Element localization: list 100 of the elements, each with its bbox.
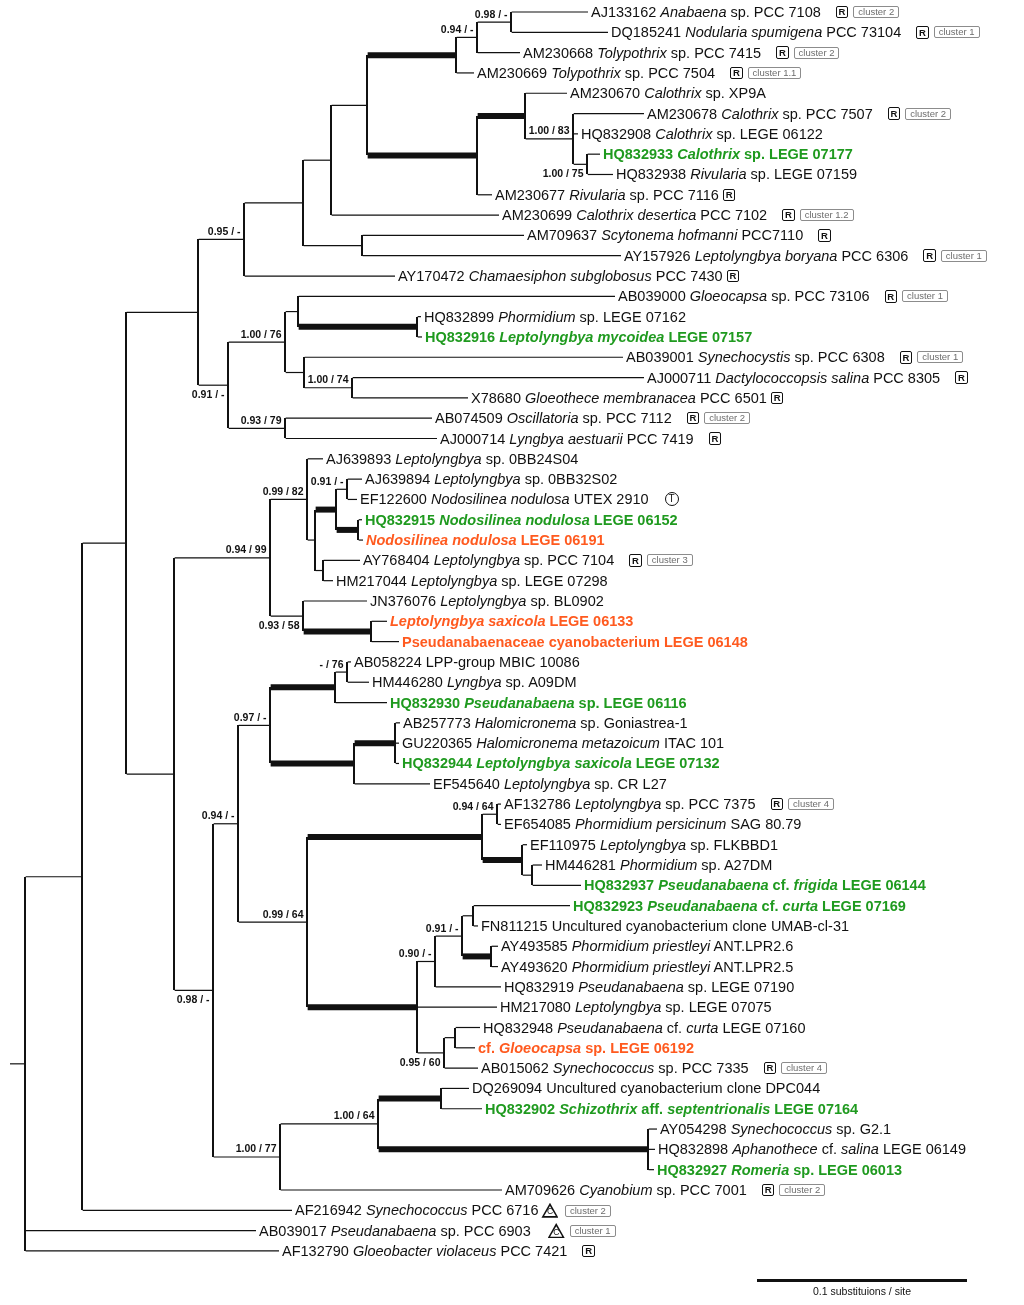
branch-line [367, 152, 477, 159]
branch-line [198, 238, 244, 241]
taxon-label: AJ639894 Leptolyngbya sp. 0BB32S02 [362, 471, 618, 488]
marker-tag: R [818, 229, 831, 242]
branch-line [354, 740, 395, 747]
taxon-label: EF110975 Leptolyngbya sp. FLKBBD1 [527, 836, 778, 853]
branch-line [126, 773, 174, 775]
support-value: 0.98 / - [176, 993, 210, 1006]
branch-line [435, 935, 462, 937]
branch-line [522, 844, 528, 846]
taxon-label: HQ832927 Romeria sp. LEGE 06013 [654, 1161, 903, 1178]
branch-line [244, 202, 303, 204]
marker-tag: R [726, 269, 740, 283]
branch-line [270, 760, 354, 767]
branch-line [126, 311, 198, 313]
branch-line [315, 569, 323, 572]
taxon-label: DQ185241 Nodularia spumigena PCC 73104 [608, 24, 902, 41]
taxon-label: Leptolyngbya saxicola LEGE 06133 [387, 613, 634, 630]
taxon-label: HM217044 Leptolyngbya sp. LEGE 07298 [333, 572, 608, 589]
taxon-label: Pseudanabaenaceae cyanobacterium LEGE 06148 [399, 633, 748, 650]
taxon-label: HQ832944 Leptolyngbya saxicola LEGE 07132 [399, 755, 720, 772]
branch-line [174, 989, 213, 991]
branch-line [367, 52, 456, 59]
branch-line [336, 526, 358, 533]
marker-tag: R [708, 432, 722, 445]
branch-line [198, 384, 228, 386]
branch-line [335, 701, 388, 704]
branch-line [270, 498, 307, 501]
branch-line [270, 684, 335, 691]
support-value: 0.94 / - [201, 809, 235, 822]
taxon-label: HQ832915 Nodosilinea nodulosa LEGE 06152 [362, 511, 678, 528]
taxon-label: AM230677 Rivularia sp. PCC 7116 [492, 186, 719, 203]
taxon-label: AM230670 Calothrix sp. XP9A [567, 85, 766, 102]
branch-line [331, 214, 500, 216]
marker-tag: R [899, 351, 913, 364]
taxon-label: AM230678 Calothrix sp. PCC 7507 [644, 105, 873, 122]
support-value: 0.94 / - [440, 22, 474, 35]
branch-line [323, 559, 361, 561]
marker-tag: R [763, 1061, 777, 1075]
taxon-label: JN376076 Leptolyngbya sp. BL0902 [367, 593, 604, 609]
taxon-label: HQ832916 Leptolyngbya mycoidea LEGE 07157 [422, 328, 753, 345]
branch-line [304, 387, 352, 389]
marker-tag: R [582, 1244, 595, 1258]
support-value: 0.90 / - [398, 947, 432, 959]
cluster-tag: cluster 2 [905, 107, 952, 120]
branch-line [511, 31, 609, 33]
cluster-tag: cluster 1 [569, 1224, 616, 1237]
taxon-label: AM709626 Cyanobium sp. PCC 7001 [502, 1181, 747, 1198]
taxon-label: AB015062 Synechococcus sp. PCC 7335 [478, 1060, 749, 1077]
marker-tag: R [916, 26, 929, 39]
branch-line [352, 376, 645, 379]
branch-line [532, 864, 543, 866]
branch-line [511, 11, 589, 13]
cluster-tag: cluster 1 [902, 290, 948, 303]
taxon-label: AY170472 Chamaesiphon subglobosus PCC 7430 [395, 268, 723, 284]
taxon-label: HQ832919 Pseudanabaena sp. LEGE 07190 [501, 978, 795, 995]
branch-line [174, 557, 270, 559]
branch-line [587, 173, 614, 176]
branch-line [307, 539, 315, 541]
support-value: - / 76 [319, 657, 344, 670]
cluster-tag: cluster 2 [779, 1183, 826, 1196]
taxon-label: HQ832948 Pseudanabaena cf. curta LEGE 07160 [480, 1019, 806, 1036]
branch-line [347, 661, 352, 663]
taxon-label: AJ000711 Dactylococcopsis salina PCC 8305 [644, 369, 941, 386]
taxon-label: cf. Gloeocapsa sp. LEGE 06192 [475, 1039, 694, 1056]
cluster-tag: cluster 2 [565, 1204, 611, 1217]
taxon-label: AB039000 Gloeocapsa sp. PCC 73106 [615, 288, 870, 305]
branch-line [347, 478, 363, 480]
marker-tag: T [664, 492, 679, 507]
branch-line [298, 323, 417, 330]
taxon-label: AY768404 Leptolyngbya sp. PCC 7104 [360, 552, 615, 569]
taxon-label: HQ832923 Pseudanabaena cf. curta LEGE 07169 [570, 897, 906, 914]
cluster-tag: cluster 4 [788, 798, 834, 811]
branch-line [335, 671, 347, 673]
support-value: 1.00 / 77 [235, 1142, 277, 1155]
branch-line [455, 1047, 476, 1049]
taxon-label: HQ832899 Phormidium sp. LEGE 07162 [421, 308, 686, 325]
marker-tag: R [770, 391, 784, 405]
taxon-label: AJ000714 Lyngbya aestuarii PCC 7419 [437, 430, 694, 447]
branch-line [25, 876, 82, 878]
taxon-label: AF132786 Leptolyngbya sp. PCC 7375 [501, 796, 756, 813]
taxon-label: HQ832908 Calothrix sp. LEGE 06122 [578, 125, 823, 142]
cluster-tag: cluster 4 [781, 1062, 828, 1075]
branch-line [213, 1156, 280, 1158]
branch-line [525, 92, 568, 94]
support-value: 0.99 / 82 [262, 484, 304, 497]
taxon-label: AY157926 Leptolyngbya boryana PCC 6306 [621, 247, 909, 264]
marker-tag: C [547, 1223, 565, 1239]
taxon-label: GU220365 Halomicronema metazoicum ITAC 101 [399, 735, 725, 752]
taxon-label: HM217080 Leptolyngbya sp. LEGE 07075 [497, 999, 772, 1016]
taxon-label: AY493620 Phormidium priestleyi ANT.LPR2.5 [498, 958, 794, 975]
taxon-label: AB074509 Oscillatoria sp. PCC 7112 [432, 410, 672, 427]
taxon-label: HQ832930 Pseudanabaena sp. LEGE 06116 [387, 694, 687, 711]
branch-line [303, 628, 371, 635]
branch-line [303, 159, 331, 161]
taxon-label: AM230668 Tolypothrix sp. PCC 7415 [520, 44, 762, 61]
support-value: 0.94 / 64 [452, 799, 494, 812]
branch-line [482, 856, 522, 863]
cluster-tag: cluster 1 [933, 26, 980, 39]
taxon-label: AF216942 Synechococcus PCC 6716 [292, 1202, 539, 1219]
